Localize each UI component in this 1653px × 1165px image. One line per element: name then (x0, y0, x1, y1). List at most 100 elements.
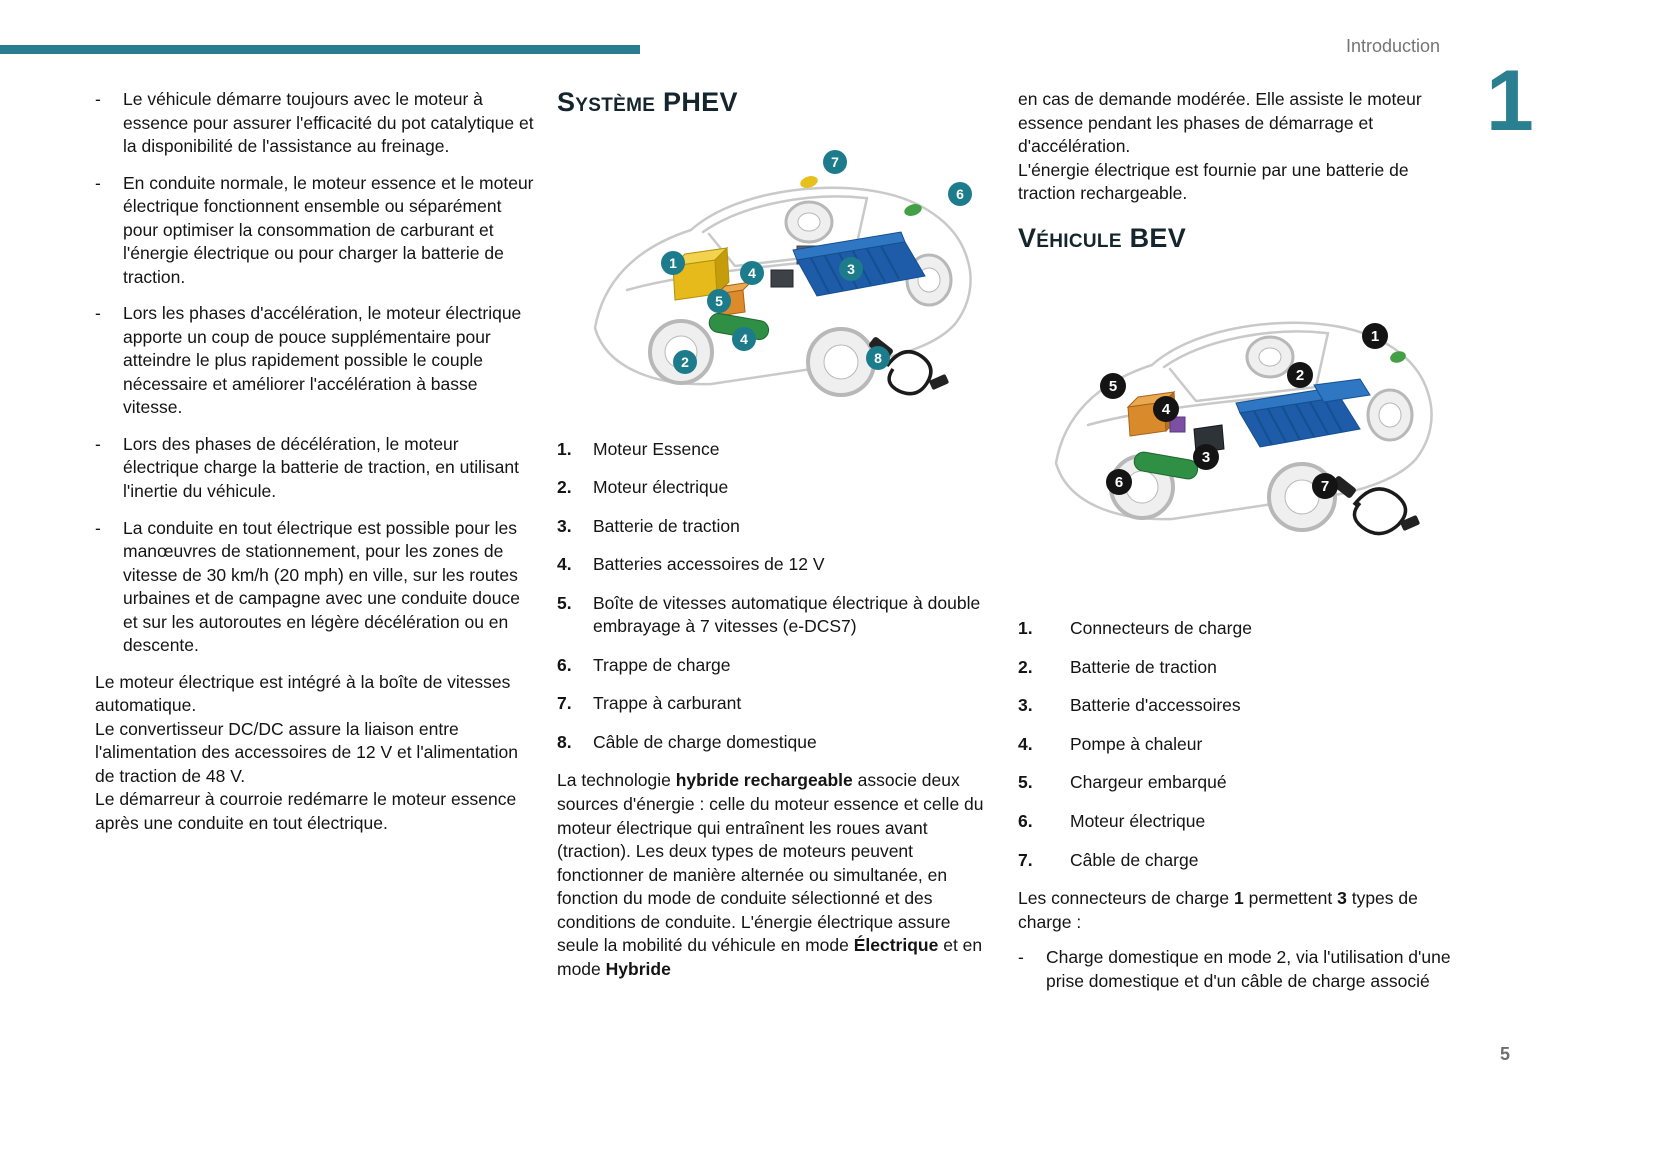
legend-item: 2. Moteur électrique (557, 476, 987, 500)
bev-paragraph: Les connecteurs de charge 1 permettent 3… (1018, 887, 1454, 934)
bullet-dash: - (1018, 947, 1024, 968)
legend-label: Connecteurs de charge (1070, 618, 1252, 639)
legend-number: 8. (557, 731, 572, 752)
bullet-item: - Lors les phases d'accélération, le mot… (95, 302, 538, 420)
diagram-badge: 4 (740, 260, 764, 285)
bev-bullets: - Charge domestique en mode 2, via l'uti… (1018, 946, 1454, 993)
legend-number: 1. (557, 438, 572, 459)
body-paragraph: Le convertisseur DC/DC assure la liaison… (95, 718, 519, 786)
svg-text:5: 5 (715, 293, 723, 309)
svg-text:4: 4 (740, 331, 748, 347)
legend-number: 4. (557, 554, 572, 575)
header-accent-rule (0, 45, 640, 54)
header-section-label: Introduction (1346, 36, 1441, 56)
svg-text:2: 2 (1296, 367, 1304, 384)
svg-text:3: 3 (847, 261, 855, 277)
diagram-badge: 7 (1312, 473, 1338, 500)
svg-text:1: 1 (1371, 328, 1379, 345)
svg-text:8: 8 (874, 350, 882, 366)
bullet-dash: - (95, 517, 101, 538)
left-column: - Le véhicule démarre toujours avec le m… (95, 88, 538, 835)
left-paragraphs: Le moteur électrique est intégré à la bo… (95, 671, 538, 836)
charge-cable (1332, 476, 1420, 536)
bev-legend: 1. Connecteurs de charge 2. Batterie de … (1018, 617, 1454, 872)
fuel-flap (800, 175, 818, 188)
wheels (1109, 335, 1414, 533)
text-run: La technologie (557, 770, 676, 791)
charge-connector (1390, 351, 1406, 364)
phev-legend: 1. Moteur Essence 2. Moteur électrique 3… (557, 438, 987, 755)
legend-label: Chargeur embarqué (1070, 772, 1227, 793)
wheels (648, 200, 953, 397)
legend-label: Trappe de charge (593, 654, 731, 675)
bullet-dash: - (95, 303, 101, 324)
bullet-text: Charge domestique en mode 2, via l'utili… (1046, 947, 1451, 991)
text-run-bold: Électrique (853, 935, 939, 956)
legend-number: 7. (1018, 849, 1033, 870)
bullet-text: En conduite normale, le moteur essence e… (123, 172, 534, 287)
diagram-badge: 8 (866, 345, 890, 370)
legend-item: 6. Trappe de charge (557, 654, 987, 678)
right-column: en cas de demande modérée. Elle assiste … (1018, 88, 1454, 1006)
legend-number: 3. (1018, 695, 1033, 716)
legend-number: 4. (1018, 733, 1033, 754)
bev-intro-paragraph: L'énergie électrique est fournie par une… (1018, 159, 1409, 204)
text-run: types de charge : (1018, 888, 1418, 932)
text-run: Les connecteurs de charge (1018, 888, 1234, 909)
legend-label: Batteries accessoires de 12 V (593, 554, 825, 575)
legend-label: Pompe à chaleur (1070, 733, 1203, 754)
svg-text:2: 2 (681, 354, 689, 370)
legend-number: 2. (1018, 656, 1033, 677)
bullet-text: Le véhicule démarre toujours avec le mot… (123, 89, 534, 157)
svg-text:5: 5 (1109, 378, 1117, 395)
diagram-badge: 7 (823, 149, 847, 174)
middle-column: Système PHEV (557, 87, 987, 981)
heat-pump (1169, 416, 1186, 433)
legend-item: 2. Batterie de traction (1018, 656, 1454, 680)
legend-label: Câble de charge domestique (593, 731, 817, 752)
text-run-bold: Hybride (605, 958, 671, 979)
legend-item: 5. Chargeur embarqué (1018, 771, 1454, 795)
legend-item: 1. Moteur Essence (557, 438, 987, 462)
phev-badges: 7 6 1 4 3 5 4 2 8 (661, 149, 972, 374)
accessory-battery (770, 269, 794, 288)
bev-badges: 1 2 5 4 3 6 7 (1100, 323, 1388, 500)
svg-text:7: 7 (831, 154, 839, 170)
text-run-bold: 1 (1233, 888, 1244, 909)
legend-label: Boîte de vitesses automatique électrique… (593, 592, 981, 637)
diagram-badge: 3 (1193, 444, 1219, 471)
bullet-item: - La conduite en tout électrique est pos… (95, 517, 538, 658)
legend-label: Moteur électrique (1070, 811, 1206, 831)
diagram-badge: 5 (707, 288, 731, 313)
diagram-badge: 2 (1287, 362, 1313, 389)
legend-number: 5. (557, 592, 572, 613)
legend-label: Batterie de traction (593, 515, 740, 536)
legend-item: 5. Boîte de vitesses automatique électri… (557, 592, 987, 639)
legend-label: Moteur électrique (593, 477, 729, 498)
legend-item: 8. Câble de charge domestique (557, 731, 987, 755)
diagram-badge: 4 (1153, 396, 1179, 423)
text-run: et en mode (557, 935, 983, 979)
svg-text:6: 6 (956, 186, 964, 202)
phev-diagram: 7 6 1 4 3 5 4 2 8 (593, 149, 972, 397)
diagram-badge: 4 (732, 326, 756, 351)
legend-number: 6. (1018, 811, 1033, 831)
diagram-badge: 1 (661, 250, 685, 275)
diagram-badge: 6 (1106, 469, 1132, 496)
diagram-badge: 6 (948, 181, 972, 206)
traction-battery (1235, 378, 1371, 448)
bullet-text: Lors des phases de décélération, le mote… (123, 433, 519, 501)
bev-intro-paragraph: en cas de demande modérée. Elle assiste … (1018, 89, 1422, 157)
svg-text:7: 7 (1321, 478, 1329, 495)
bullet-dash: - (95, 172, 101, 193)
bullet-text: La conduite en tout électrique est possi… (123, 517, 520, 656)
legend-number: 1. (1018, 618, 1033, 639)
diagram-badge: 3 (839, 256, 863, 281)
bullet-dash: - (95, 89, 101, 109)
diagram-badge: 5 (1100, 373, 1126, 400)
bullet-item: - Le véhicule démarre toujours avec le m… (95, 88, 538, 159)
text-run-bold: 3 (1337, 888, 1347, 909)
diagram-badge: 2 (673, 349, 697, 374)
legend-item: 4. Batteries accessoires de 12 V (557, 553, 987, 577)
phev-paragraph: La technologie hybride rechargeable asso… (557, 769, 987, 981)
